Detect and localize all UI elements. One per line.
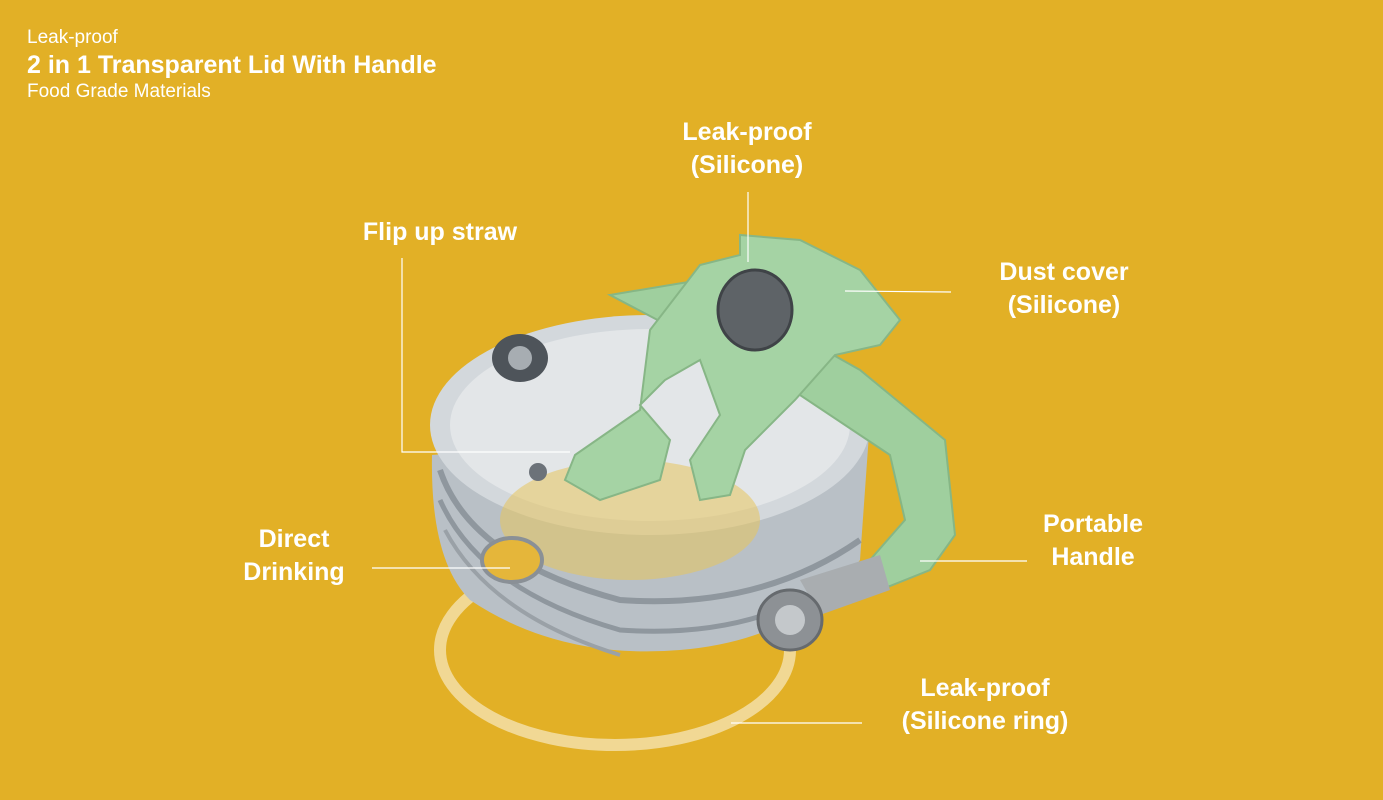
drinking-hole — [480, 536, 544, 584]
callout-portable-handle-line2: Handle — [1051, 543, 1135, 571]
flip-straw-cover — [563, 233, 902, 502]
callout-dust-cover-line1: Dust cover — [999, 258, 1129, 286]
callout-dust-cover: Dust cover (Silicone) — [978, 256, 1150, 322]
silicone-plug — [716, 268, 794, 352]
callout-direct-drinking: Direct Drinking — [226, 523, 362, 589]
left-hinge — [492, 334, 548, 382]
callout-leak-silicone-line1: Leak-proof — [682, 118, 812, 146]
vent-hole — [529, 463, 547, 481]
callout-direct-drinking-line2: Drinking — [243, 558, 345, 586]
callout-dust-cover-line2: (Silicone) — [1007, 291, 1121, 319]
right-hinge — [756, 555, 890, 652]
header-title: 2 in 1 Transparent Lid With Handle — [27, 51, 437, 79]
callout-leak-ring-line1: Leak-proof — [920, 674, 1050, 702]
callout-leak-silicone-line2: (Silicone) — [690, 151, 804, 179]
callout-flip-straw-line1: Flip up straw — [362, 218, 518, 246]
callout-portable-handle: Portable Handle — [1024, 508, 1162, 574]
callout-direct-drinking-line1: Direct — [258, 525, 330, 553]
callout-portable-handle-line1: Portable — [1042, 510, 1144, 538]
leader-dust-cover — [844, 290, 952, 293]
leader-flip-straw — [401, 258, 570, 453]
callout-leak-silicone: Leak-proof (Silicone) — [652, 116, 842, 182]
callout-leak-ring: Leak-proof (Silicone ring) — [880, 672, 1090, 738]
callout-leak-ring-line2: (Silicone ring) — [901, 707, 1069, 735]
header-subtitle: Food Grade Materials — [27, 81, 211, 102]
header: Leak-proof 2 in 1 Transparent Lid With H… — [27, 26, 437, 104]
header-kicker: Leak-proof — [27, 27, 118, 48]
callout-flip-straw: Flip up straw — [340, 216, 540, 249]
